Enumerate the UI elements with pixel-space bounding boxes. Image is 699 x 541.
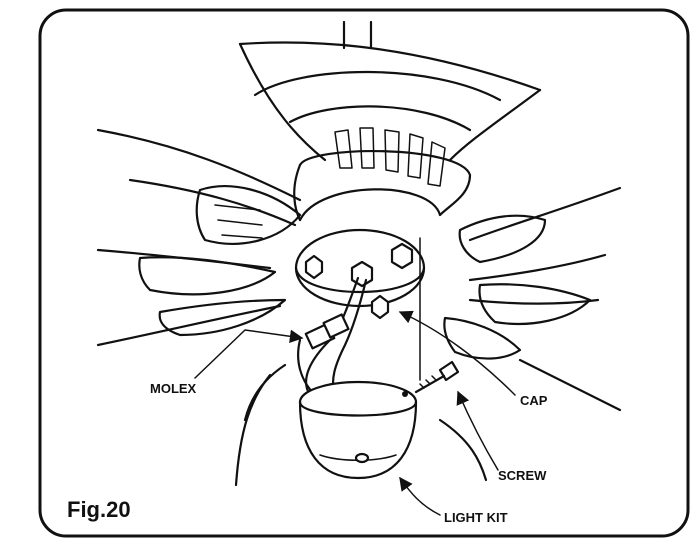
- label-light-kit: LIGHT KIT: [444, 510, 508, 525]
- fan-illustration: [96, 20, 622, 487]
- figure-frame: [38, 8, 690, 538]
- figure-number: Fig.20: [67, 497, 131, 522]
- label-molex: MOLEX: [150, 381, 197, 396]
- label-leaders: [194, 310, 516, 516]
- label-screw: SCREW: [498, 468, 547, 483]
- label-cap: CAP: [520, 393, 548, 408]
